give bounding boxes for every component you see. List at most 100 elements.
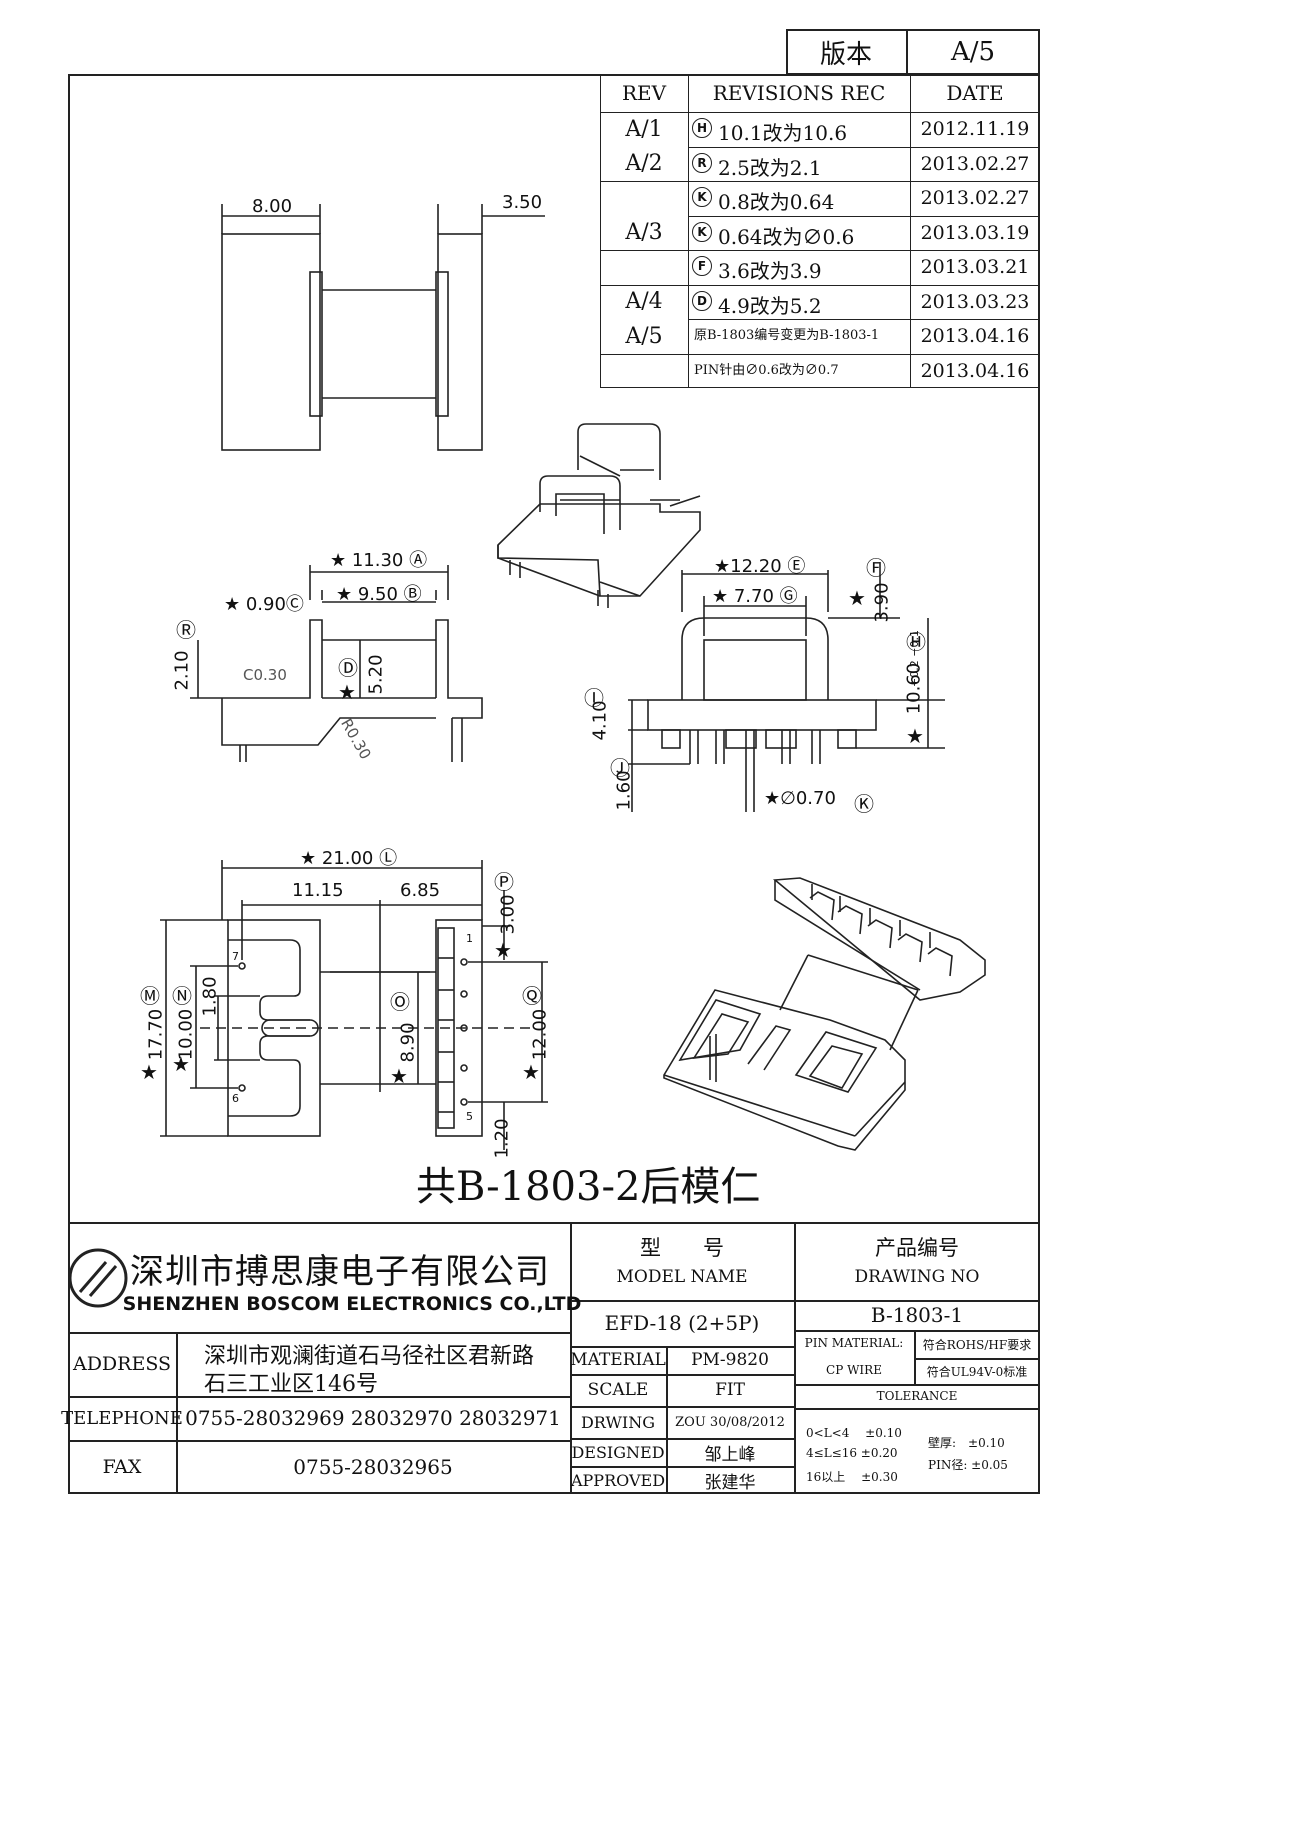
dim-q-mark: Ⓠ <box>522 984 542 1008</box>
pin-label-5: 5 <box>466 1110 473 1123</box>
date-header: DATE <box>946 81 1004 105</box>
rev-code: A/4 <box>625 289 663 315</box>
revision-text: 4.9改为5.2 <box>718 293 822 318</box>
dim-d-mark: Ⓓ <box>338 656 358 680</box>
revision-text: PIN针由∅0.6改为∅0.7 <box>694 362 839 378</box>
scale-label: SCALE <box>587 1380 649 1400</box>
dim-o-mark: Ⓞ <box>390 990 410 1014</box>
company-logo <box>68 1248 128 1308</box>
rev-code: A/3 <box>625 220 663 246</box>
company-name-cn: 深圳市搏思康电子有限公司 <box>130 1251 550 1292</box>
revision-date: 2012.11.19 <box>920 118 1030 141</box>
model-name-en: MODEL NAME <box>616 1267 748 1287</box>
revision-date: 2013.04.16 <box>920 359 1030 382</box>
dim-m-star: ★ <box>140 1060 158 1084</box>
drawing-no-en: DRAWING NO <box>854 1267 980 1287</box>
revision-mark: F <box>692 256 712 276</box>
dim-d-star: ★ <box>338 680 356 704</box>
drwing-label: DRWING <box>580 1412 656 1432</box>
dim-120: 1.20 <box>491 1118 513 1159</box>
approved-label: APPROVED <box>570 1470 666 1490</box>
dim-i: 4.10 <box>589 700 611 741</box>
telephone-label: TELEPHONE <box>61 1407 183 1429</box>
company-name-en: SHENZHEN BOSCOM ELECTRONICS CO.,LTD <box>122 1293 582 1315</box>
material-label: MATERIAL <box>570 1350 666 1370</box>
mold-note: 共B-1803-2后模仁 <box>416 1164 761 1210</box>
revision-date: 2013.03.19 <box>920 221 1030 244</box>
designed-label: DESIGNED <box>571 1442 665 1462</box>
version-label: 版本 <box>819 39 872 70</box>
revision-date: 2013.02.27 <box>920 152 1030 175</box>
dim-m: 17.70 <box>145 1008 167 1061</box>
dim-h-mark: Ⓗ <box>906 630 926 654</box>
dim-p: 3.00 <box>497 894 519 935</box>
address-line1: 深圳市观澜街道石马径社区君新路 <box>204 1344 535 1369</box>
dim-f-star: ★ <box>848 586 866 610</box>
dim-c: ★ 0.90Ⓒ <box>224 594 304 615</box>
approved-value: 张建华 <box>704 1472 756 1493</box>
pin-material-value: CP WIRE <box>826 1363 882 1377</box>
drawing-no-value: B-1803-1 <box>870 1303 964 1327</box>
dim-n-star: ★ <box>172 1052 190 1076</box>
dim-h-star: ★ <box>906 724 924 748</box>
isometric-view-top <box>497 423 701 608</box>
top-view <box>221 204 545 451</box>
dim-e: ★12.20 Ⓔ <box>714 556 806 577</box>
dim-r-mark: Ⓡ <box>176 618 196 642</box>
dim-o: 8.90 <box>397 1022 419 1063</box>
revision-mark: K <box>692 187 712 207</box>
material-value: PM-9820 <box>691 1350 769 1370</box>
isometric-view-bottom <box>663 877 986 1151</box>
dim-a: ★ 11.30 Ⓐ <box>330 550 428 571</box>
side-view <box>628 562 945 812</box>
chamfer-label: C0.30 <box>243 666 287 684</box>
revision-text: 3.6改为3.9 <box>718 259 822 283</box>
pin-label-1: 1 <box>466 932 473 945</box>
ul-note: 符合UL94V-0标准 <box>926 1364 1028 1379</box>
address-line2: 石三工业区146号 <box>204 1372 378 1397</box>
rev-code: A/1 <box>625 116 663 142</box>
dim-l: ★ 21.00 Ⓛ <box>300 848 398 869</box>
revision-text: 0.64改为∅0.6 <box>718 224 855 249</box>
revision-mark: H <box>692 118 712 138</box>
bottom-view <box>160 860 548 1150</box>
dim-q-star: ★ <box>522 1060 540 1084</box>
rec-header: REVISIONS REC <box>712 81 886 105</box>
dim-d: 5.20 <box>365 654 387 695</box>
pin-diameter-tolerance: PIN径: ±0.05 <box>928 1458 1008 1472</box>
revision-text: 0.8改为0.64 <box>718 190 835 214</box>
rev-header: REV <box>621 81 667 105</box>
pin-material-label: PIN MATERIAL: <box>804 1336 904 1350</box>
revision-text: 原B-1803编号变更为B-1803-1 <box>694 328 880 343</box>
drawing-no-cn: 产品编号 <box>875 1236 959 1260</box>
drwing-value: ZOU 30/08/2012 <box>675 1414 785 1430</box>
dim-r: 2.10 <box>171 650 193 691</box>
revision-mark: R <box>692 152 712 173</box>
designed-value: 邹上峰 <box>704 1444 756 1465</box>
rev-code: A/2 <box>625 151 663 177</box>
rohs-note: 符合ROHS/HF要求 <box>922 1337 1032 1352</box>
revision-text: 2.5改为2.1 <box>718 155 822 180</box>
dim-685: 6.85 <box>400 880 441 901</box>
telephone-value: 0755-28032969 28032970 28032971 <box>185 1406 561 1430</box>
dim-k-mark: Ⓚ <box>854 792 874 816</box>
wall-thickness-tolerance: 壁厚: ±0.10 <box>928 1436 1005 1450</box>
dim-b: ★ 9.50 Ⓑ <box>336 584 422 605</box>
fax-label: FAX <box>102 1456 142 1478</box>
dim-j-mark: Ⓙ <box>610 756 630 780</box>
revision-mark: K <box>692 221 712 242</box>
revision-date: 2013.02.27 <box>920 187 1030 210</box>
dim-o-star: ★ <box>390 1064 408 1088</box>
dim-j: 1.60 <box>613 770 635 811</box>
revision-mark: D <box>692 290 712 311</box>
dim-h-tol: +0.2 −0.1 <box>907 630 921 687</box>
dim-n-mark: Ⓝ <box>172 984 192 1008</box>
pin-label-6: 6 <box>232 1092 239 1105</box>
model-name-value: EFD-18 (2+5P) <box>604 1311 760 1335</box>
revision-date: 2013.03.23 <box>920 290 1030 313</box>
dim-k: ★∅0.70 <box>764 788 836 809</box>
front-view <box>190 565 483 762</box>
dim-p-star: ★ <box>494 938 512 962</box>
